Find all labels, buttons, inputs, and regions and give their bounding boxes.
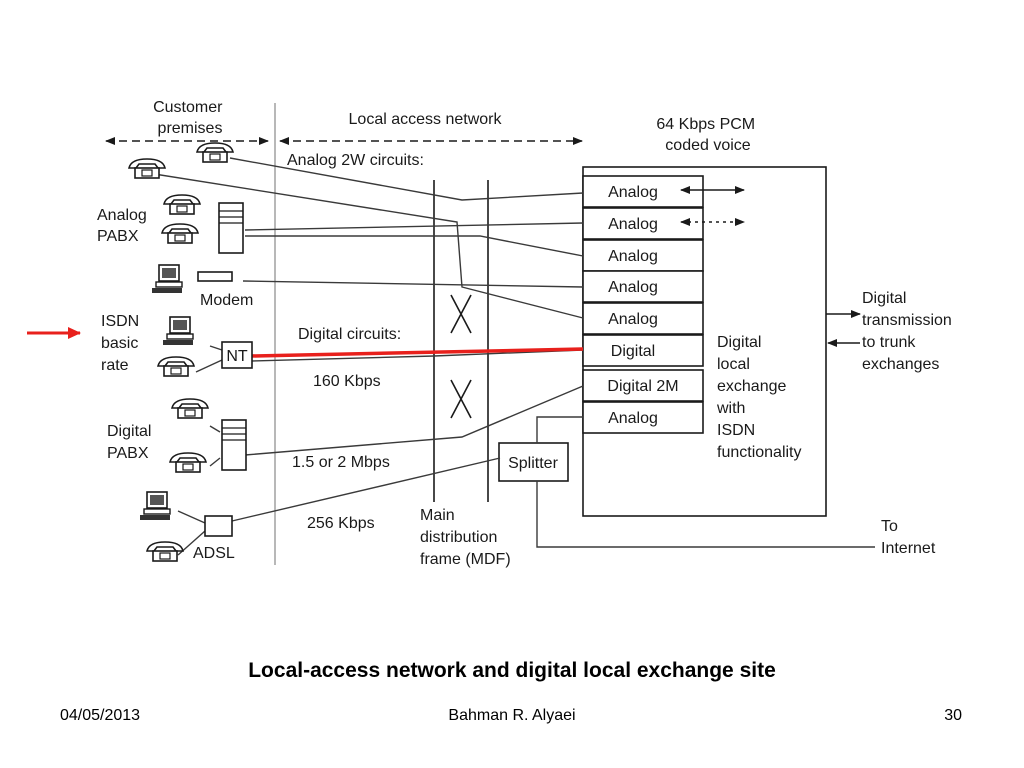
- footer-date: 04/05/2013: [60, 707, 141, 724]
- port-box: [582, 270, 704, 303]
- splitter-box: [498, 442, 569, 482]
- pabx-icon: [221, 419, 247, 471]
- port-box: [582, 302, 704, 335]
- customer-premises-label: Customer premises: [153, 99, 227, 137]
- computer-icon: [162, 316, 194, 346]
- internet-label: To Internet: [881, 518, 936, 557]
- mdf-cross-connect-icon: [450, 379, 472, 419]
- splitter-to-analog-line: [536, 416, 583, 443]
- analog-2w-label: Analog 2W circuits:: [287, 152, 424, 169]
- modem-icon: [197, 271, 233, 282]
- computer-icon: [139, 491, 171, 521]
- exchange-label: Digital local exchange with ISDN functio…: [716, 334, 802, 461]
- pcm-note: 64 Kbps PCM coded voice: [656, 116, 759, 154]
- port-label: Analog: [608, 248, 658, 265]
- computer-icon: [151, 264, 183, 294]
- port-label: Analog: [608, 311, 658, 328]
- telephone-icon: [161, 223, 199, 244]
- isdn-label: ISDN basic rate: [101, 313, 144, 374]
- port-box: [582, 369, 704, 402]
- telephone-icon: [128, 158, 166, 179]
- port-label: Analog: [608, 410, 658, 427]
- local-access-network-label: Local access network: [349, 111, 503, 128]
- telephone-icon: [163, 194, 201, 215]
- port-label: Analog: [608, 216, 658, 233]
- adsl-box: [204, 515, 233, 537]
- telephone-icon: [196, 142, 234, 163]
- port-label: Digital 2M: [607, 378, 678, 395]
- modem-label: Modem: [200, 292, 253, 309]
- analog-pabx-label: Analog PABX: [97, 207, 151, 245]
- trunk-label: Digital transmission to trunk exchanges: [862, 290, 956, 373]
- figure-caption: Local-access network and digital local e…: [248, 659, 776, 682]
- footer-page-number: 30: [944, 707, 962, 724]
- port-box: [582, 401, 704, 434]
- port-label: Analog: [608, 279, 658, 296]
- port-label: Digital: [611, 343, 655, 360]
- rate-1-5-label: 1.5 or 2 Mbps: [292, 454, 390, 471]
- isdn-highlight-line: [251, 347, 584, 358]
- nt-label: NT: [226, 348, 248, 365]
- port-box: [582, 334, 704, 367]
- rate-256-label: 256 Kbps: [307, 515, 375, 532]
- telephone-icon: [157, 356, 195, 377]
- mdf-label: Main distribution frame (MDF): [420, 507, 511, 568]
- adsl-label: ADSL: [193, 545, 235, 562]
- telephone-icon: [169, 452, 207, 473]
- mdf-cross-connect-icon: [450, 294, 472, 334]
- rate-160-label: 160 Kbps: [313, 373, 381, 390]
- port-label: Analog: [608, 184, 658, 201]
- digital-circuits-label: Digital circuits:: [298, 326, 401, 343]
- nt-box: [221, 341, 253, 369]
- internet-line: [536, 481, 875, 548]
- pabx-icon: [218, 202, 244, 254]
- digital-pabx-label: Digital PABX: [107, 423, 156, 462]
- telephone-icon: [171, 398, 209, 419]
- footer-author: Bahman R. Alyaei: [448, 707, 576, 724]
- telephone-icon: [146, 541, 184, 562]
- circuit-lines: [147, 157, 584, 556]
- splitter-label: Splitter: [508, 455, 558, 472]
